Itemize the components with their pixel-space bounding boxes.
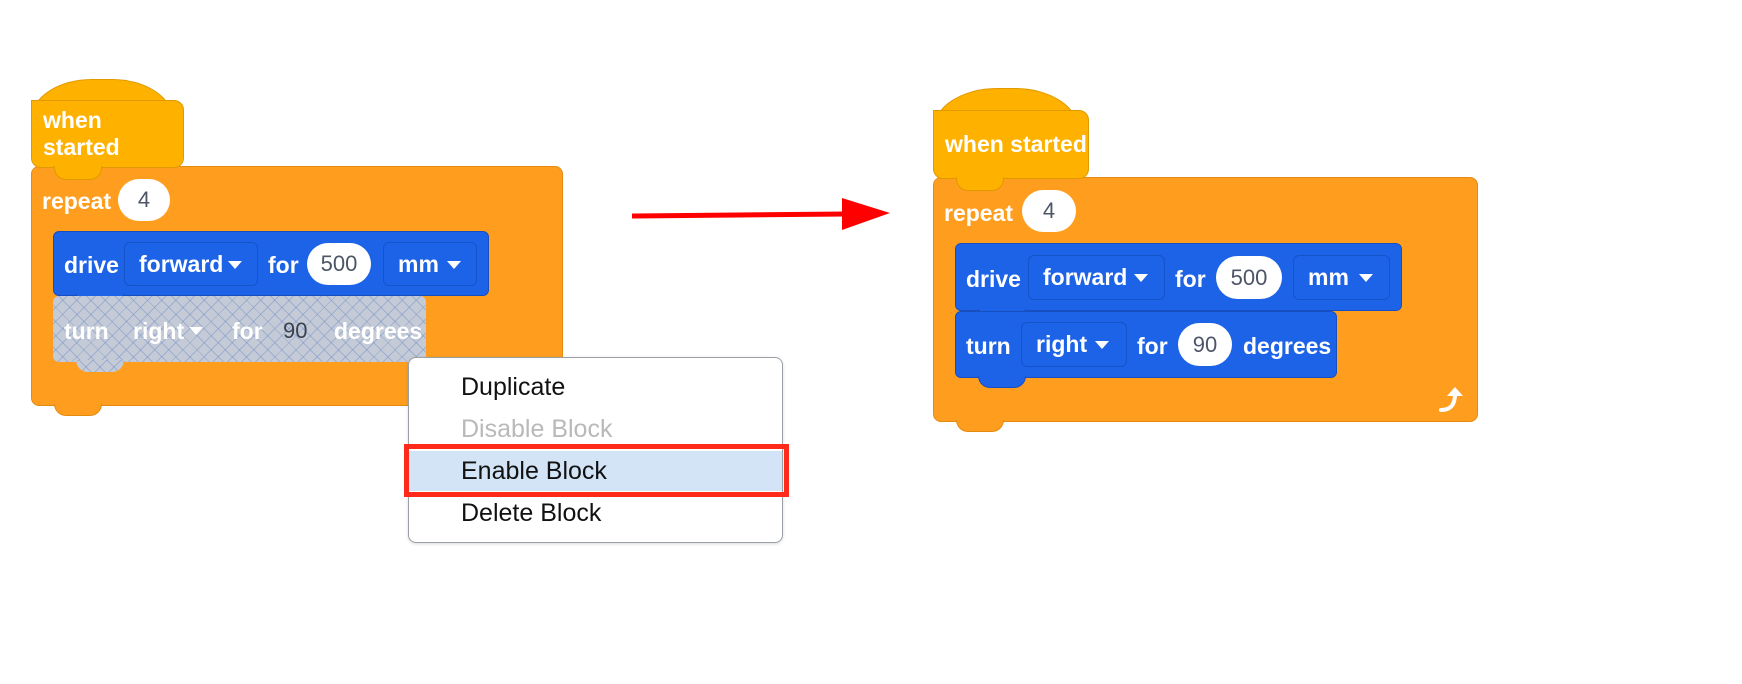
turn-block[interactable] <box>955 311 1337 378</box>
drive-direction-value: forward <box>1043 264 1128 290</box>
turn-block-disabled-tab <box>76 360 124 372</box>
menu-item-duplicate[interactable]: Duplicate <box>461 372 566 401</box>
drive-unit-value: mm <box>398 250 439 277</box>
repeat-block-tab <box>956 420 1004 432</box>
turn-block-disabled[interactable] <box>53 296 426 362</box>
repeat-count-input[interactable]: 4 <box>118 179 170 221</box>
caret-down-icon <box>1095 341 1109 349</box>
turn-for-label: for <box>232 318 263 344</box>
caret-down-icon <box>189 327 203 335</box>
loop-arrow-icon <box>1439 387 1463 412</box>
when-started-label: when started <box>945 131 1087 157</box>
drive-direction-value: forward <box>139 250 224 277</box>
enable-block-callout <box>404 444 789 497</box>
caret-down-icon <box>228 261 242 269</box>
arrow-right-icon <box>631 198 890 230</box>
caret-down-icon <box>447 261 461 269</box>
turn-angle-input[interactable]: 90 <box>1178 323 1232 366</box>
drive-unit-dropdown[interactable]: mm <box>1293 255 1390 300</box>
turn-direction-value: right <box>1036 331 1088 357</box>
drive-unit-value: mm <box>1308 264 1349 290</box>
turn-unit-label: degrees <box>334 318 423 344</box>
turn-angle-input[interactable]: 90 <box>283 318 308 343</box>
when-started-block[interactable]: when started <box>31 100 184 168</box>
turn-block-tab <box>978 376 1026 388</box>
hat-tab <box>54 166 102 180</box>
repeat-label: repeat <box>944 200 1014 226</box>
caret-down-icon <box>1134 274 1148 282</box>
drive-distance-input[interactable]: 500 <box>307 243 371 285</box>
when-started-label: when started <box>43 107 120 160</box>
turn-unit-label: degrees <box>1243 333 1332 359</box>
drive-direction-dropdown[interactable]: forward <box>1028 255 1165 300</box>
menu-item-delete-block[interactable]: Delete Block <box>461 498 602 527</box>
caret-down-icon <box>1359 274 1373 282</box>
drive-unit-dropdown[interactable]: mm <box>383 242 477 286</box>
turn-label: turn <box>64 318 109 344</box>
menu-item-enable-block[interactable]: Enable Block <box>409 451 782 491</box>
drive-distance-input[interactable]: 500 <box>1216 256 1282 299</box>
hat-tab <box>956 177 1004 191</box>
turn-label: turn <box>966 333 1011 359</box>
repeat-count-input[interactable]: 4 <box>1022 190 1076 232</box>
drive-label: drive <box>966 266 1021 292</box>
menu-item-disable-block: Disable Block <box>461 414 613 443</box>
turn-for-label: for <box>1137 333 1168 359</box>
repeat-label: repeat <box>42 188 112 214</box>
repeat-block-tab <box>54 404 102 416</box>
turn-direction-dropdown[interactable]: right <box>1021 322 1127 367</box>
drive-direction-dropdown[interactable]: forward <box>124 242 258 286</box>
when-started-block[interactable]: when started <box>933 110 1089 179</box>
drive-label: drive <box>64 252 119 278</box>
drive-for-label: for <box>268 252 299 278</box>
drive-for-label: for <box>1175 266 1206 292</box>
context-menu: Duplicate Disable Block Enable Block Del… <box>408 357 783 543</box>
turn-direction-value[interactable]: right <box>133 318 185 344</box>
